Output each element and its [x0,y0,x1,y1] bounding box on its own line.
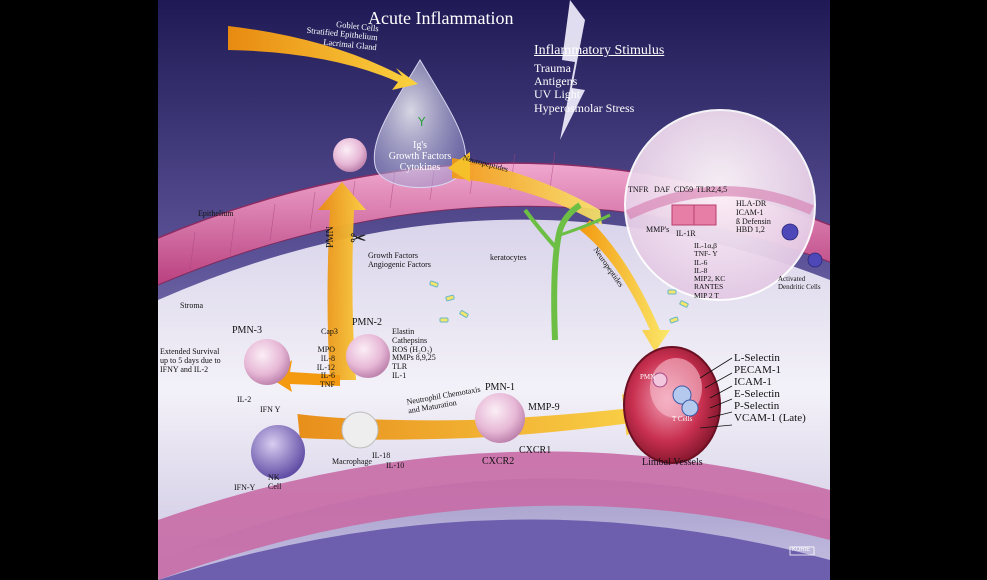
cytokine-item: MIP 2 T [694,290,720,300]
limbal-marker: E-Selectin [734,388,780,401]
stroma-label: Stroma [180,301,204,310]
dendritic-line: Dendritic Cells [778,282,821,291]
receptor-list-right: HLA-DR ICAM-1 ß Defensin HBD 1,2 [736,199,771,235]
receptor-label: TLR2,4,5 [696,185,728,194]
il18-label: IL-18 [372,451,391,460]
cytokine-list: IL-1α,β TNF- Y IL-6 IL-8 MIP2, KC RANTES… [694,241,726,300]
il10-label: IL-10 [386,461,405,470]
pmn2-product: TLR [392,362,408,372]
pmn2-product: IL-1 [392,370,407,380]
receptor-item: HLA-DR [736,199,767,208]
limbal-marker: VCAM-1 (Late) [734,412,806,425]
vessel-pmn-label: PMN [640,373,656,381]
il2-label: IL-2 [237,395,252,404]
growth-line: Angiogenic Factors [368,259,431,269]
limbal-vessels-label: Limbal Vessels [642,457,703,468]
pmn2-product: ROS (H₂O₂) [392,344,433,354]
cytokine-item: TNF- Y [694,249,718,259]
stimulus-list: Trauma Antigens UV Light Hyperosmolar St… [534,61,635,115]
pmn2-cytokine: IL-12 [316,362,335,372]
ifny-label: IFN Y [260,405,281,414]
tear-contents: Ig's Growth Factors Cytokines [380,140,460,173]
il1r-label: IL-1R [676,229,696,238]
nk-line: NK [268,473,280,482]
tear-line: Cytokines [399,162,441,173]
pmn1-label: PMN-1 [485,382,516,393]
pmn2-cytokine: MPO [317,345,335,354]
nk-line: Cell [268,481,282,491]
pmn2-cytokine: TNF [319,380,335,390]
keratocytes-label: keratocytes [490,253,527,262]
pmn2-cytokine: IL-8 [320,353,335,363]
receptor-label: TNFR [628,185,649,194]
pmn2-product: Elastin [392,327,415,336]
limbal-markers: L-Selectin PECAM-1 ICAM-1 E-Selectin P-S… [734,352,806,425]
signature: KURIE [792,547,811,553]
limbal-marker: ICAM-1 [734,376,772,389]
pmn2-products: Elastin Cathepsins ROS (H₂O₂) MMPs 8,9,2… [392,327,436,381]
pmn2-product: Cathepsins [392,335,428,345]
ifny2-label: IFN-Y [234,483,256,492]
growth-factors-label: Growth Factors Angiogenic Factors [368,251,431,270]
cells [244,138,525,479]
tear-line: Growth Factors [388,151,452,162]
receptor-item: ICAM-1 [736,207,764,217]
receptor-item: HBD 1,2 [736,225,765,235]
cytokine-item: MIP2, KC [694,274,726,283]
stimulus-heading: Inflammatory Stimulus [534,43,665,58]
extended-line: IFNY and IL-2 [160,364,209,374]
dendritic-label: Activated Dendritic Cells [778,275,821,291]
cytokine-item: IL-8 [694,265,708,275]
svg-text:✂: ✂ [350,226,367,250]
cxcr2-label: CXCR2 [482,456,515,467]
pmn2-label: PMN-2 [352,317,383,328]
limbal-marker: P-Selectin [734,400,780,413]
macrophage-label: Macrophage [332,457,372,466]
mmps-label: MMP's [646,225,670,234]
receptor-label: DAF [654,185,671,194]
stimulus-item: Hyperosmolar Stress [534,100,635,115]
dendritic-line: Activated [778,275,806,283]
extended-survival-note: Extended Survival up to 5 days due to IF… [160,347,221,374]
cytokine-item: RANTES [694,282,724,292]
pmn2-cytokine: IL-6 [320,371,335,381]
extended-line: up to 5 days due to [160,355,221,365]
pmn-arrow-label: PMN [325,226,336,248]
growth-line: Growth Factors [368,251,418,260]
cytokine-item: IL-1α,β [694,241,717,250]
cxcr1-label: CXCR1 [519,445,552,456]
diagram-title: Acute Inflammation [368,8,514,28]
stimulus-item: Antigens [534,74,578,89]
receptor-item: ß Defensin [736,216,771,226]
pmn2-product: MMPs 8,9,25 [392,353,436,363]
tcells-label: T Cells [672,415,693,423]
epithelium-label: Epithelium [198,209,234,218]
receptor-label: CD59 [674,185,694,194]
stimulus-item: Trauma [534,61,571,75]
mmp9-label: MMP-9 [528,402,560,413]
extended-line: Extended Survival [160,347,220,356]
cap3-label: Cap3 [321,327,338,336]
pmn2-cytokines: MPO IL-8 IL-12 IL-6 TNF [313,345,335,390]
stimulus-item: UV Light [534,87,581,102]
svg-text:Y: Y [417,115,426,129]
pmn3-label: PMN-3 [232,325,263,336]
nk-cell-label: NK Cell [268,473,282,492]
tear-line: Ig's [412,140,428,151]
limbal-marker: L-Selectin [734,352,780,364]
cytokine-item: IL-6 [694,257,708,267]
limbal-marker: PECAM-1 [734,364,782,377]
